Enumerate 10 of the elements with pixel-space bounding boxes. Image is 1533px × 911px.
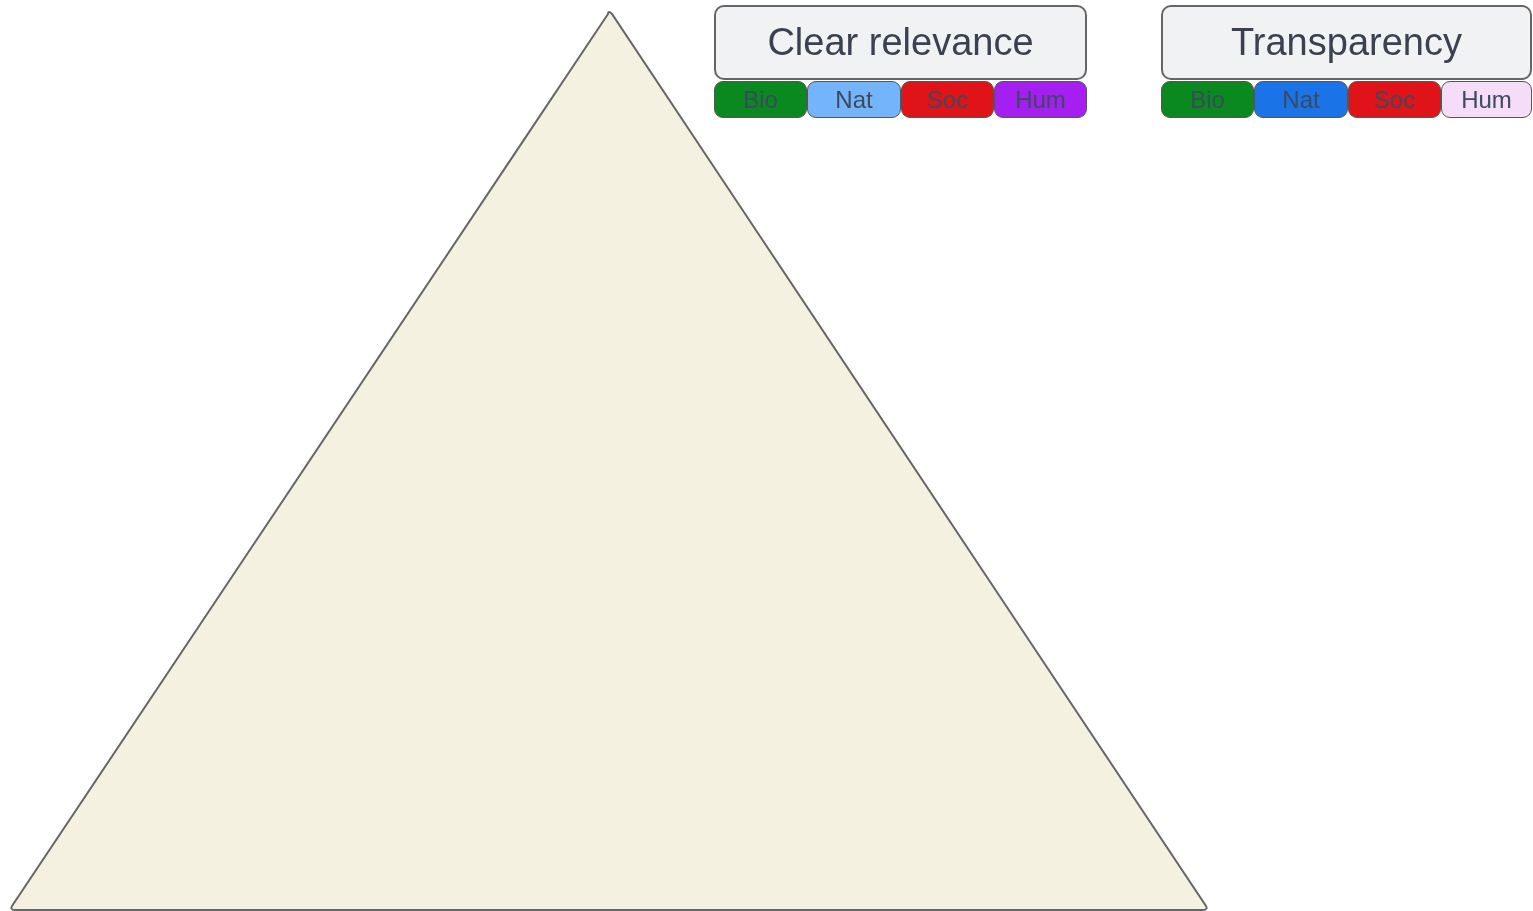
category-tag: Nat (1254, 81, 1348, 118)
category-tag: Bio (1161, 81, 1254, 118)
category-tag: Bio (714, 81, 807, 118)
category-tag: Hum (994, 81, 1087, 118)
heading-card: Clear relevance (714, 5, 1087, 80)
category-tag: Soc (901, 81, 994, 118)
category-tag: Soc (1348, 81, 1441, 118)
category-tag: Hum (1441, 81, 1532, 118)
category-tag: Nat (807, 81, 901, 118)
heading-card: Transparency (1161, 5, 1532, 80)
